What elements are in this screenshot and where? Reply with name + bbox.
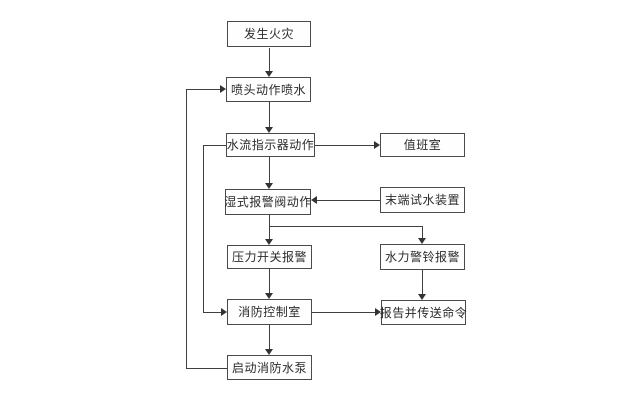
connector-flow-to-control-top	[203, 145, 226, 146]
connector-pump-to-sprinkler-bottom	[186, 368, 227, 369]
connector-sprinkler-to-flow	[269, 102, 270, 128]
connector-pump-to-sprinkler-vertical	[186, 89, 187, 369]
connector-control-to-pump	[269, 325, 270, 350]
arrow-right-icon	[374, 141, 380, 149]
arrow-right-icon	[220, 85, 226, 93]
connector-endtest-to-wetvalve	[317, 200, 380, 201]
connector-wetvalve-to-bell-vertical	[422, 226, 423, 239]
node-report-send-commands: 报告并传送命令	[380, 300, 467, 325]
connector-flow-to-control-vertical	[203, 145, 204, 312]
arrow-right-icon	[375, 308, 381, 316]
arrow-down-icon	[418, 238, 426, 244]
arrow-down-icon	[418, 294, 426, 300]
arrow-left-icon	[311, 196, 317, 204]
connector-control-to-report	[312, 312, 375, 313]
connector-wetvalve-to-bell-horizontal	[269, 226, 423, 227]
arrow-down-icon	[265, 349, 273, 355]
node-end-test-water-device: 末端试水装置	[380, 187, 465, 213]
arrow-down-icon	[265, 239, 273, 245]
node-hydraulic-alarm-bell: 水力警铃报警	[380, 244, 465, 270]
node-flow-indicator-acts: 水流指示器动作	[226, 133, 315, 157]
connector-pump-to-sprinkler-top	[186, 89, 220, 90]
node-wet-alarm-valve-acts: 湿式报警阀动作	[224, 189, 311, 215]
connector-fire-to-sprinkler	[269, 48, 270, 72]
node-duty-room: 值班室	[380, 133, 465, 157]
connector-pressure-to-control	[269, 269, 270, 294]
arrow-down-icon	[265, 127, 273, 133]
node-start-fire-pump: 启动消防水泵	[227, 355, 312, 380]
arrow-down-icon	[265, 183, 273, 189]
arrow-right-icon	[221, 308, 227, 316]
node-sprinkler-sprays: 喷头动作喷水	[226, 77, 311, 102]
connector-flow-to-wetvalve	[269, 157, 270, 184]
connector-flow-to-control-bottom	[203, 312, 221, 313]
node-fire-control-room: 消防控制室	[227, 299, 312, 325]
node-fire-occurs: 发生火灾	[227, 21, 311, 47]
node-pressure-switch-alarm: 压力开关报警	[227, 245, 312, 269]
connector-wetvalve-to-pressure	[269, 215, 270, 240]
connector-bell-to-report	[422, 270, 423, 295]
connector-flow-to-dutyroom	[315, 145, 374, 146]
arrow-down-icon	[265, 71, 273, 77]
arrow-down-icon	[265, 293, 273, 299]
